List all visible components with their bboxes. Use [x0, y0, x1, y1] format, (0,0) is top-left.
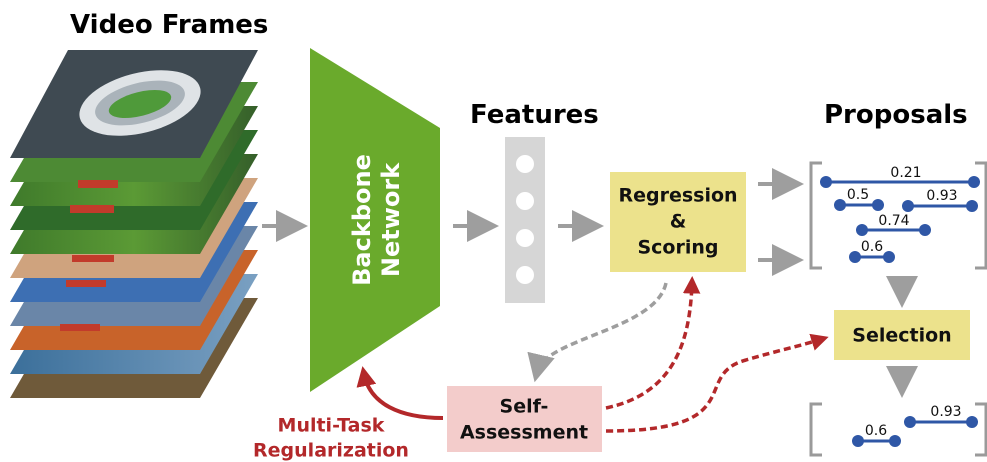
feature-node-2: [516, 192, 534, 210]
proposal-segment-2: [834, 199, 884, 211]
proposals-title: Proposals: [824, 100, 968, 130]
feature-node-1: [516, 155, 534, 173]
multitask-label-line2: Regularization: [253, 440, 409, 462]
final-proposal-label-1: 0.6: [865, 423, 887, 439]
proposal-segment-4: [856, 224, 931, 236]
features-title: Features: [470, 100, 599, 130]
backbone-network-block: [310, 48, 440, 392]
arrow-self-assessment-to-selection: [605, 333, 829, 433]
arrow-self-assessment-to-regression: [605, 276, 701, 410]
final-bracket-right: [975, 402, 987, 457]
multitask-label-line1: Multi-Task: [278, 415, 385, 437]
proposal-segment-3: [902, 200, 978, 212]
arrow-multitask-regularization: [356, 366, 444, 420]
final-proposal-label-2: 0.93: [930, 404, 961, 420]
final-proposal-segment-1: [852, 435, 901, 447]
selection-label: Selection: [852, 325, 951, 347]
arrow-regression-to-self-assessment: [527, 282, 668, 383]
selection-box: [834, 310, 970, 360]
video-frames-title: Video Frames: [70, 10, 269, 40]
backbone-label-line2: Network: [377, 162, 405, 277]
backbone-label-line1: Backbone: [348, 154, 376, 286]
proposal-label-4: 0.74: [878, 213, 909, 229]
feature-vector: [505, 137, 545, 303]
proposals-bracket-left: [809, 161, 822, 270]
final-proposal-segment-2: [904, 416, 978, 428]
self-assessment-line1: Self-: [500, 396, 549, 418]
video-frame-stack: [10, 50, 258, 398]
regression-label-line1: Regression: [618, 185, 737, 207]
proposal-label-5: 0.6: [861, 239, 883, 255]
self-assessment-box: [447, 386, 602, 452]
proposal-label-1: 0.21: [890, 165, 921, 181]
proposal-label-2: 0.5: [847, 187, 869, 203]
regression-label-line2: &: [670, 211, 687, 233]
self-assessment-line2: Assessment: [460, 422, 588, 444]
regression-scoring-box: [610, 172, 746, 272]
proposal-segment-5: [849, 251, 895, 263]
proposal-segment-1: [820, 176, 980, 188]
feature-node-3: [516, 229, 534, 247]
proposal-label-3: 0.93: [926, 188, 957, 204]
regression-label-line3: Scoring: [637, 237, 718, 259]
final-bracket-left: [809, 402, 822, 457]
proposals-bracket-right: [975, 161, 987, 270]
feature-node-4: [516, 266, 534, 284]
